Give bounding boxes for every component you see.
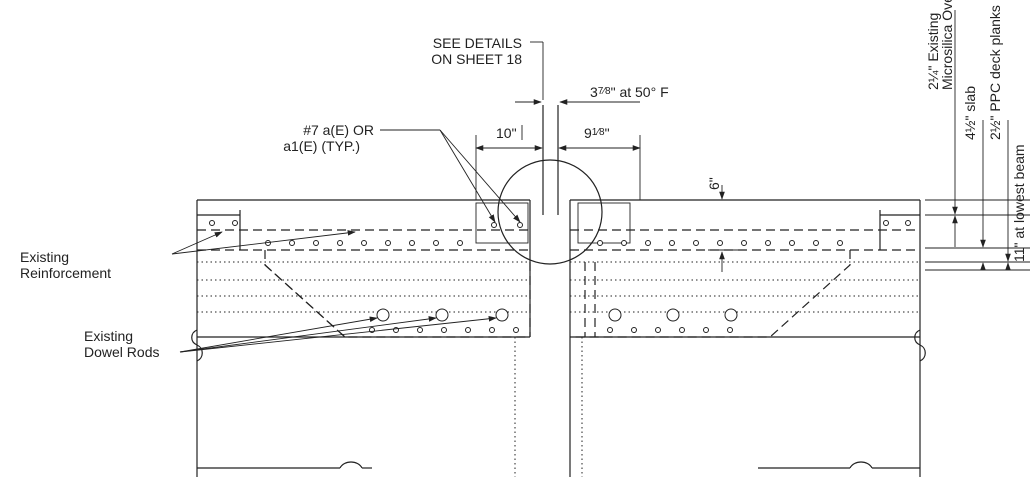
- slab-label: 4½" slab: [962, 86, 978, 140]
- layer-labels: 2¼" Existing Microsilica Overlay 4½" sla…: [925, 0, 1027, 262]
- layer-dimensions: [925, 10, 1030, 271]
- right-deck-section: [569, 199, 926, 477]
- rebar-callout-line-2: a1(E) (TYP.): [283, 138, 360, 154]
- dimension-labels: 37⁄8" at 50° F 10" 91⁄8" 6": [496, 84, 722, 190]
- see-details-line-2: ON SHEET 18: [431, 51, 522, 67]
- slab-layers: [197, 210, 920, 313]
- top-reinforcement: [209, 220, 911, 246]
- overlay-label-line-1: 2¼" Existing: [925, 13, 941, 90]
- right-width-dimension: 91⁄8": [584, 125, 610, 141]
- dowel-rods: [376, 308, 738, 322]
- depth-dimension: 6": [706, 177, 722, 190]
- planks-label: 2½" PPC deck planks: [987, 5, 1003, 140]
- rebar-callout-line-1: #7 a(E) OR: [303, 122, 374, 138]
- left-width-dimension: 10": [496, 125, 517, 141]
- dimension-lines: [475, 99, 740, 272]
- leader-lines: [171, 41, 544, 353]
- existing-dowel-line-1: Existing: [84, 328, 133, 344]
- joint-detail-circle: [497, 105, 603, 265]
- bottom-reinforcement: [369, 327, 733, 333]
- callout-labels: SEE DETAILS ON SHEET 18 #7 a(E) OR a1(E)…: [20, 35, 522, 360]
- beam-label: 11" at lowest beam: [1011, 144, 1027, 262]
- blockout-region: [264, 202, 851, 338]
- joint-gap-dimension: 37⁄8" at 50° F: [590, 84, 669, 100]
- existing-dowel-line-2: Dowel Rods: [84, 344, 159, 360]
- existing-reinforcement-line-2: Reinforcement: [20, 265, 111, 281]
- existing-reinforcement-line-1: Existing: [20, 249, 69, 265]
- overlay-label-line-2: Microsilica Overlay: [939, 0, 955, 90]
- left-deck-section: [191, 199, 531, 477]
- see-details-line-1: SEE DETAILS: [433, 35, 522, 51]
